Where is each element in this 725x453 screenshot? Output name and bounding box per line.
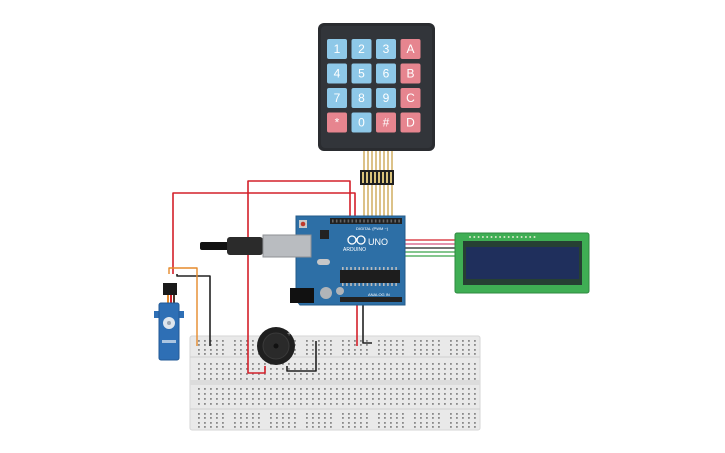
servo-connector <box>163 283 177 295</box>
atmega-chip <box>340 270 400 283</box>
usb-port <box>262 234 312 258</box>
wire-black-gnd[interactable] <box>362 300 372 344</box>
keypad-key-label: 9 <box>383 91 390 105</box>
reset-button[interactable] <box>300 221 306 227</box>
keypad-key-star[interactable]: * <box>327 112 347 133</box>
keypad-key-label: 0 <box>358 116 365 130</box>
keypad-key-label: 7 <box>334 91 341 105</box>
keypad-key-hash[interactable]: # <box>376 112 396 133</box>
digital-label: DIGITAL (PWM ~) <box>356 226 389 231</box>
keypad-key-label: C <box>406 91 415 105</box>
keypad-keys: 1 2 3 A 4 5 6 B 7 8 9 C * 0 # D <box>327 39 421 133</box>
keypad-key-9[interactable]: 9 <box>376 88 396 108</box>
servo-motor[interactable] <box>154 283 184 361</box>
keypad-key-label: 1 <box>334 42 341 56</box>
keypad-key-label: 2 <box>358 42 365 56</box>
lcd-screen <box>466 247 579 279</box>
wire-red-servo-power[interactable] <box>172 192 356 274</box>
keypad-key-label: 3 <box>383 42 390 56</box>
usb-cable-head[interactable] <box>227 237 263 255</box>
arduino-uno[interactable]: UNO ARDUINO DIGITAL (PWM ~) ANALOG IN <box>200 215 406 306</box>
piezo-buzzer[interactable]: + <box>257 327 295 365</box>
arduino-logo <box>347 235 366 245</box>
keypad-key-b[interactable]: B <box>400 63 421 84</box>
keypad-key-label: # <box>383 116 390 130</box>
keypad-key-4[interactable]: 4 <box>327 63 347 84</box>
keypad-key-label: 5 <box>358 67 365 81</box>
power-analog-header <box>340 297 402 302</box>
wire-black-buzzer-gnd[interactable] <box>286 341 317 372</box>
keypad-key-a[interactable]: A <box>400 39 421 59</box>
digital-header <box>330 218 402 224</box>
lcd-16x2[interactable] <box>454 232 590 294</box>
board-model-label: UNO <box>368 237 388 247</box>
keypad-key-label: B <box>406 67 414 81</box>
keypad-key-d[interactable]: D <box>400 112 421 133</box>
usb-plug <box>200 242 230 250</box>
breadboard[interactable] <box>189 335 481 431</box>
keypad-key-6[interactable]: 6 <box>376 63 396 84</box>
keypad-key-1[interactable]: 1 <box>327 39 347 59</box>
wire-orange-servo-signal[interactable] <box>168 267 198 346</box>
wire-red-buzzer[interactable] <box>247 180 351 374</box>
keypad-key-3[interactable]: 3 <box>376 39 396 59</box>
keypad-key-label: 8 <box>358 91 365 105</box>
keypad-key-label: A <box>406 42 414 56</box>
keypad-key-2[interactable]: 2 <box>351 39 372 59</box>
keypad-connector <box>362 172 392 183</box>
keypad-key-label: 6 <box>383 67 390 81</box>
power-jack <box>290 288 314 303</box>
svg-text:+: + <box>287 331 291 338</box>
keypad-key-0[interactable]: 0 <box>351 112 372 133</box>
keypad-key-8[interactable]: 8 <box>351 88 372 108</box>
keypad-key-label: D <box>406 116 415 130</box>
keypad-key-label: 4 <box>334 67 341 81</box>
wire-black-servo-gnd[interactable] <box>176 274 211 346</box>
analog-label: ANALOG IN <box>368 292 390 297</box>
brand-label: ARDUINO <box>343 247 366 253</box>
keypad-key-c[interactable]: C <box>400 88 421 108</box>
keypad-4x4[interactable]: 1 2 3 A 4 5 6 B 7 8 9 C * 0 # D <box>318 23 435 185</box>
keypad-key-7[interactable]: 7 <box>327 88 347 108</box>
keypad-key-5[interactable]: 5 <box>351 63 372 84</box>
keypad-key-label: * <box>335 116 340 130</box>
